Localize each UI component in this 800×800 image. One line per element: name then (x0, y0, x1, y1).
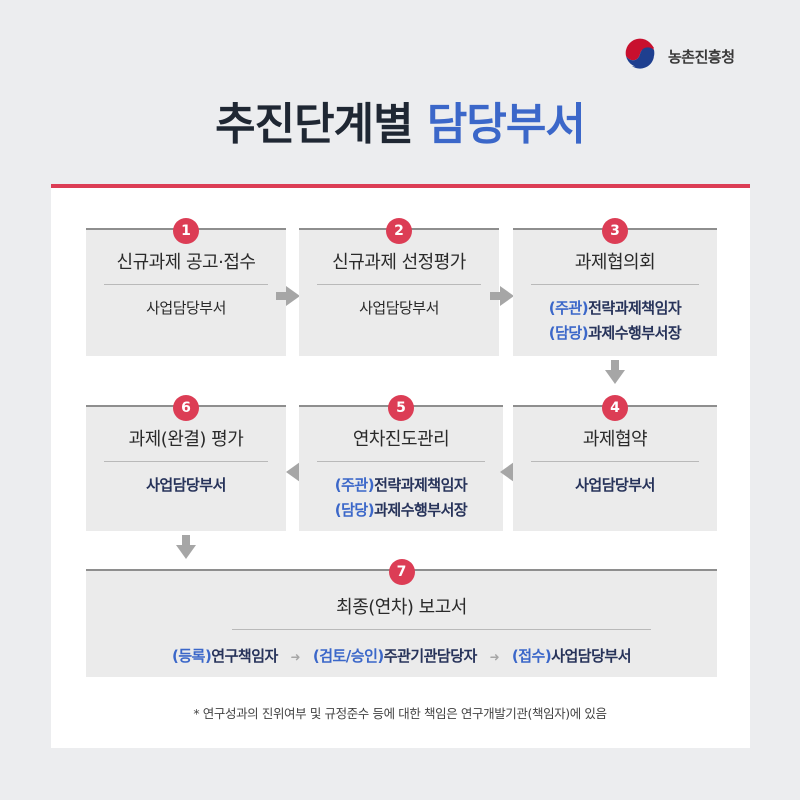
role-name: 과제수행부서장 (588, 324, 682, 342)
step-dept: 사업담당부서 (146, 299, 226, 317)
report-flow: (등록)연구책임자 ➜ (검토/승인)주관기관담당자 ➜ (접수)사업담당부서 (86, 645, 717, 666)
step-dept: 사업담당부서 (359, 299, 439, 317)
role-name: 과제수행부서장 (374, 501, 468, 519)
step-3-box: 3 과제협의회 (주관)전략과제책임자 (담당)과제수행부서장 (513, 218, 717, 356)
flow-role: 연구책임자 (211, 647, 278, 665)
step-title: 최종(연차) 보고서 (336, 597, 467, 618)
agency-logo: 농촌진흥청 (620, 36, 735, 76)
step-divider (232, 629, 651, 630)
taegeuk-emblem-icon (625, 38, 655, 69)
agency-name: 농촌진흥청 (668, 47, 735, 66)
step-title: 신규과제 공고·접수 (116, 252, 256, 273)
role-tag: (주관) (334, 476, 375, 494)
page-title: 추진단계별 담당부서 (0, 88, 800, 152)
step-6-box: 6 과제(완결) 평가 사업담당부서 (86, 395, 286, 531)
step-title: 신규과제 선정평가 (332, 252, 466, 273)
step-divider (104, 461, 268, 462)
role-tag: (담당) (334, 501, 375, 519)
step-5-box: 5 연차진도관리 (주관)전략과제책임자 (담당)과제수행부서장 (299, 395, 503, 531)
flow-tag: (등록) (171, 647, 212, 665)
arrow-right-icon: ➜ (290, 650, 301, 664)
step-number-badge: 4 (602, 395, 628, 421)
step-4-box: 4 과제협약 사업담당부서 (513, 395, 717, 531)
arrow-right-icon (276, 286, 300, 306)
arrow-right-icon: ➜ (489, 650, 500, 664)
footnote: * 연구성과의 진위여부 및 규정준수 등에 대한 책임은 연구개발기관(책임자… (193, 706, 607, 721)
step-roles: (주관)전략과제책임자 (담당)과제수행부서장 (513, 296, 717, 346)
step-title: 과제협의회 (574, 252, 656, 273)
step-roles: (주관)전략과제책임자 (담당)과제수행부서장 (299, 473, 503, 523)
step-dept: 사업담당부서 (146, 476, 226, 494)
role-name: 전략과제책임자 (588, 299, 682, 317)
step-number-badge: 7 (388, 559, 415, 585)
flow-tag: (검토/승인) (312, 647, 384, 665)
step-title: 연차진도관리 (352, 429, 450, 450)
title-main: 추진단계별 (215, 99, 413, 150)
title-divider (51, 184, 750, 188)
step-divider (317, 284, 481, 285)
step-divider (531, 284, 699, 285)
step-divider (531, 461, 699, 462)
step-divider (317, 461, 485, 462)
step-divider (104, 284, 268, 285)
role-tag: (담당) (548, 324, 589, 342)
step-number-badge: 1 (173, 218, 199, 244)
step-number-badge: 2 (386, 218, 412, 244)
arrow-down-icon (176, 535, 196, 559)
title-highlight: 담당부서 (426, 99, 586, 150)
step-number-badge: 6 (173, 395, 199, 421)
step-2-box: 2 신규과제 선정평가 사업담당부서 (299, 218, 499, 356)
arrow-right-icon (490, 286, 514, 306)
step-title: 과제(완결) 평가 (128, 429, 244, 450)
step-7-box: 7 최종(연차) 보고서 (등록)연구책임자 ➜ (검토/승인)주관기관담당자 … (86, 559, 717, 677)
step-1-box: 1 신규과제 공고·접수 사업담당부서 (86, 218, 286, 356)
step-number-badge: 5 (388, 395, 414, 421)
flow-role: 사업담당부서 (551, 647, 631, 665)
role-name: 전략과제책임자 (374, 476, 468, 494)
step-number-badge: 3 (602, 218, 628, 244)
arrow-down-icon (605, 360, 625, 384)
flow-tag: (접수) (511, 647, 552, 665)
arrow-left-icon (286, 462, 310, 482)
flow-role: 주관기관담당자 (383, 647, 478, 665)
step-title: 과제협약 (582, 429, 648, 450)
role-tag: (주관) (548, 299, 589, 317)
step-dept: 사업담당부서 (575, 476, 655, 494)
arrow-left-icon (500, 462, 524, 482)
